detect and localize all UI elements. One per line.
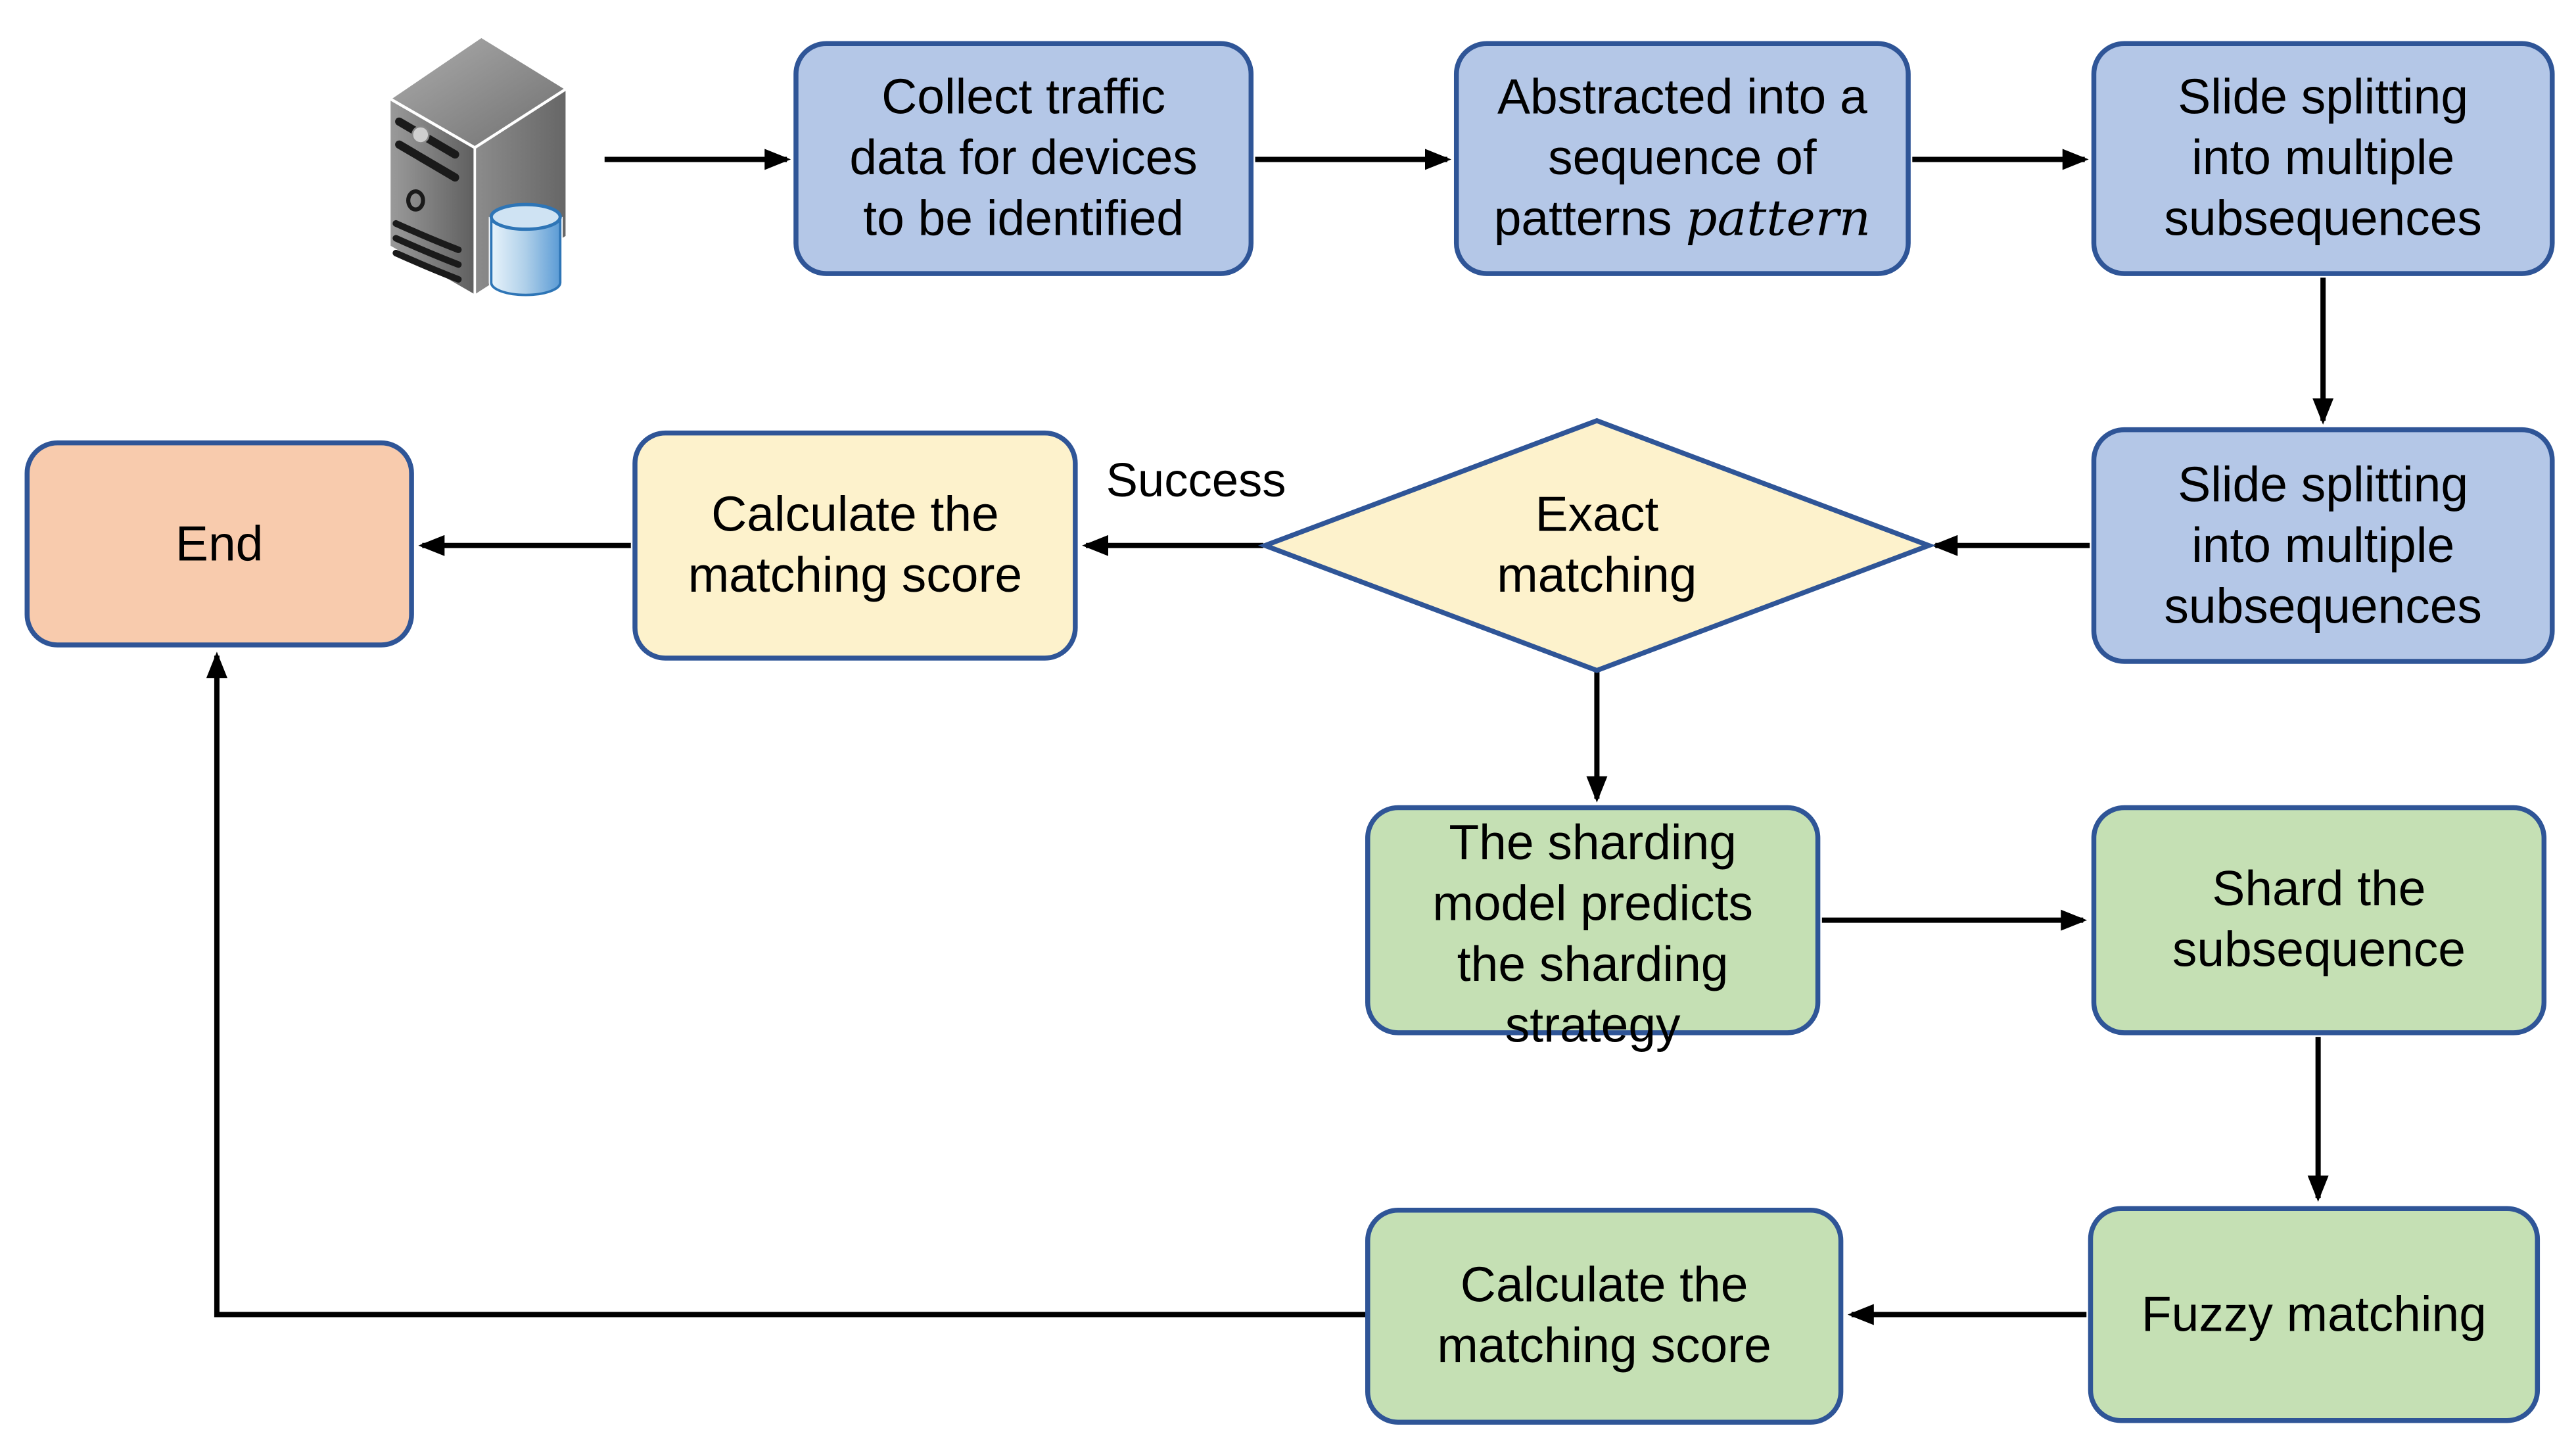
server-icon bbox=[386, 34, 570, 298]
node-calculate-matching-score-fuzzy: Calculate the matching score bbox=[1365, 1208, 1844, 1425]
node-text-line: Shard the bbox=[2212, 863, 2426, 917]
node-text-line: Calculate the bbox=[1460, 1258, 1748, 1314]
node-text-line: patterns pattern bbox=[1494, 189, 1871, 249]
node-abstract-patterns: Abstracted into a sequence of patterns p… bbox=[1453, 41, 1911, 276]
node-text-fragment: patterns bbox=[1493, 192, 1672, 247]
node-text-line: model predicts bbox=[1432, 877, 1753, 932]
node-end: End bbox=[24, 440, 414, 648]
node-fuzzy-matching: Fuzzy matching bbox=[2088, 1206, 2541, 1423]
node-text-line: The sharding bbox=[1449, 817, 1737, 871]
node-shard-subsequence: Shard the subsequence bbox=[2091, 805, 2547, 1035]
node-slide-splitting-1: Slide splitting into multiple subsequenc… bbox=[2091, 41, 2555, 276]
node-text-line: Slide splitting bbox=[2178, 70, 2469, 125]
node-slide-splitting-2: Slide splitting into multiple subsequenc… bbox=[2091, 427, 2555, 664]
node-text-line: matching bbox=[1497, 548, 1697, 604]
node-text-line: subsequences bbox=[2164, 579, 2482, 634]
node-text-line: End bbox=[175, 517, 264, 571]
node-calculate-matching-score-exact: Calculate the matching score bbox=[632, 430, 1078, 661]
pattern-variable: pattern bbox=[1685, 190, 1871, 249]
node-text-line: matching score bbox=[688, 548, 1023, 604]
node-text-line: into multiple bbox=[2191, 518, 2455, 573]
node-text-line: Slide splitting bbox=[2178, 458, 2469, 512]
node-text-line: into multiple bbox=[2191, 131, 2455, 186]
node-text-line: Calculate the bbox=[711, 488, 999, 542]
node-text-line: matching score bbox=[1437, 1319, 1771, 1374]
node-text-line: to be identified bbox=[863, 192, 1184, 247]
node-text-line: sequence of bbox=[1548, 131, 1817, 186]
database-cylinder-icon bbox=[488, 202, 563, 298]
decision-exact-matching-shape bbox=[1257, 417, 1936, 673]
node-collect-traffic: Collect traffic data for devices to be i… bbox=[793, 41, 1254, 276]
arrow-calcfuzzy-to-end-loop bbox=[206, 652, 1366, 1318]
node-text-line: Exact bbox=[1535, 488, 1659, 542]
node-text-line: strategy bbox=[1505, 999, 1681, 1054]
edge-label-success: Success bbox=[1106, 455, 1286, 508]
node-text-line: the sharding bbox=[1457, 938, 1729, 993]
node-text-line: subsequences bbox=[2164, 192, 2482, 247]
node-text-line: data for devices bbox=[849, 131, 1198, 186]
node-text-line: Collect traffic bbox=[881, 70, 1166, 125]
node-text-line: subsequence bbox=[2172, 923, 2466, 978]
decision-exact-matching-label: Exact matching bbox=[1399, 477, 1794, 615]
node-text-line: Abstracted into a bbox=[1497, 70, 1867, 125]
node-sharding-model-predicts: The sharding model predicts the sharding… bbox=[1365, 805, 1821, 1053]
node-text-line: Fuzzy matching bbox=[2141, 1287, 2487, 1342]
